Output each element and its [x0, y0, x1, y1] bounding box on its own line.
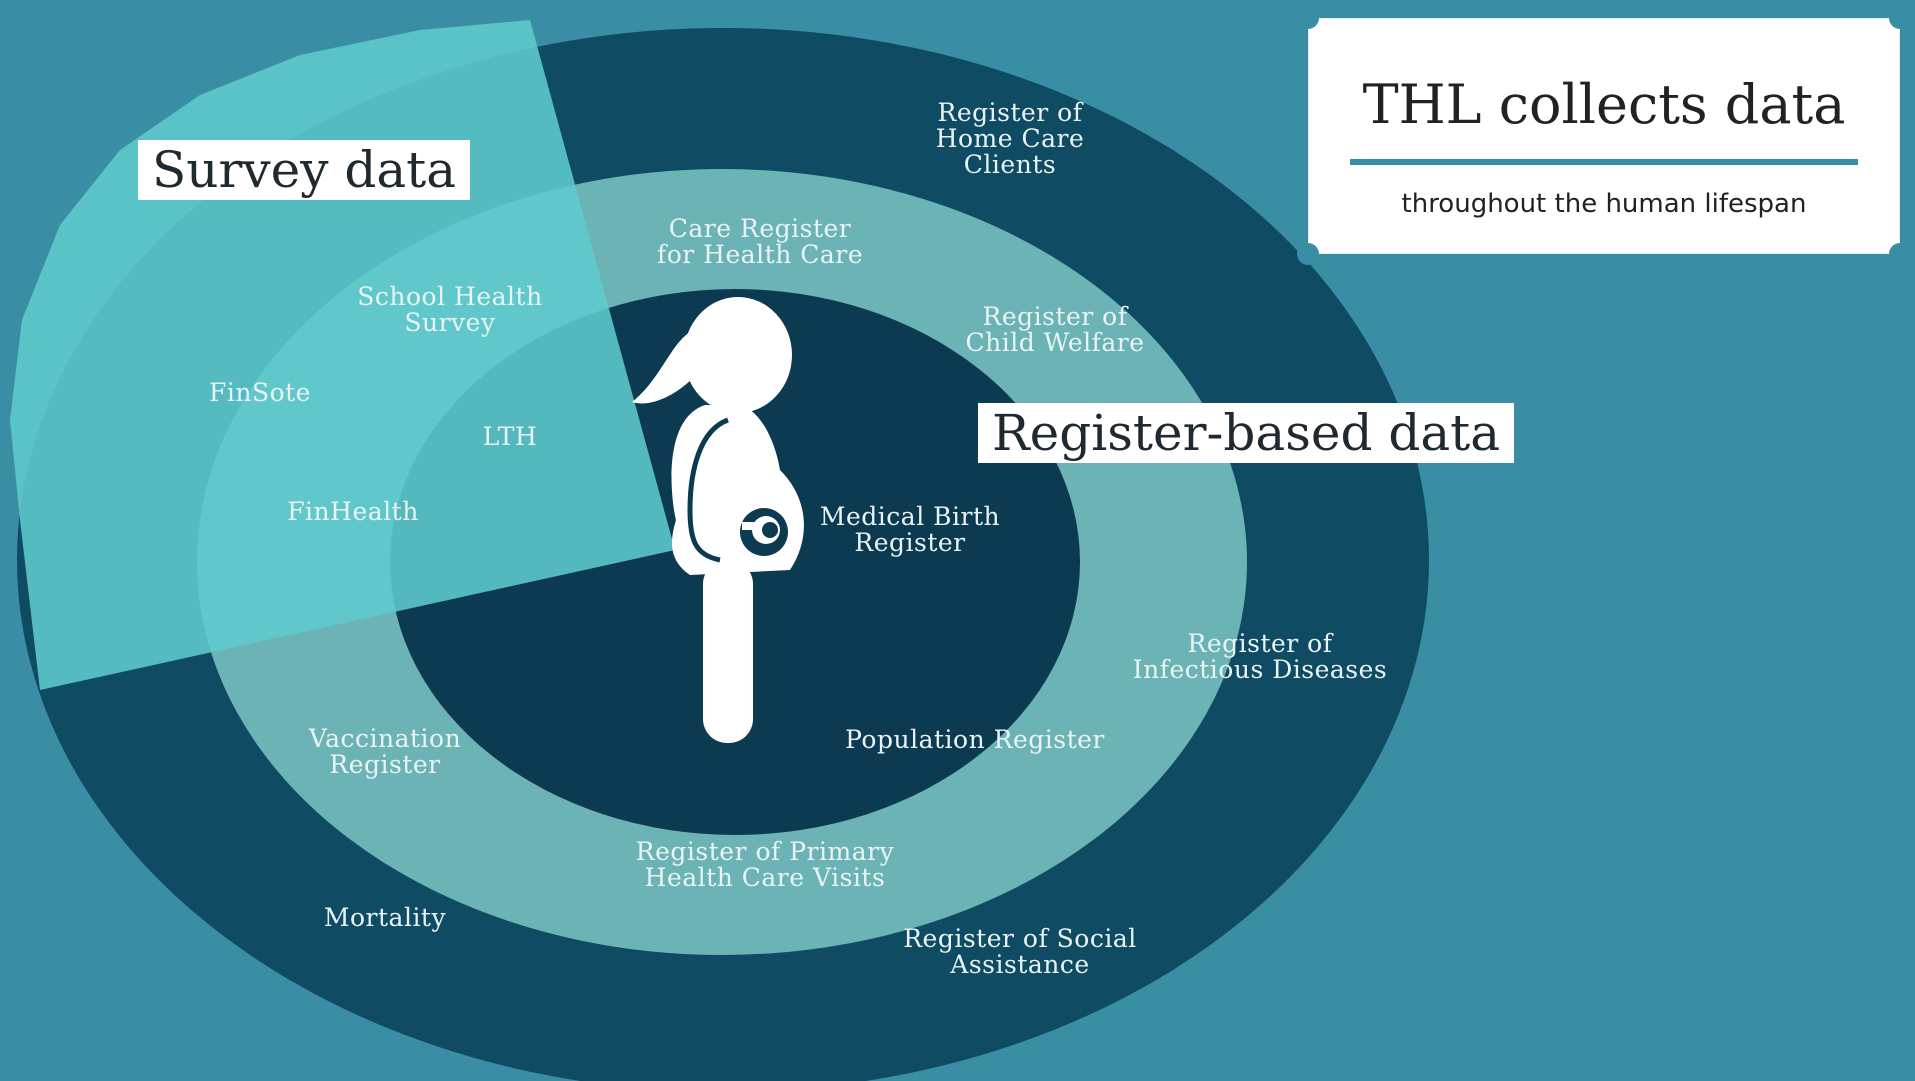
- label-home-care-clients: Register of Home Care Clients: [935, 98, 1085, 179]
- page-title: THL collects data: [1362, 73, 1846, 136]
- label-vaccination-register: Vaccination Register: [308, 724, 462, 779]
- label-school-health-survey: School Health Survey: [357, 282, 543, 337]
- label-social-assistance: Register of Social Assistance: [903, 924, 1137, 979]
- label-primary-health-care-visits: Register of Primary Health Care Visits: [635, 837, 895, 892]
- label-lth: LTH: [482, 422, 538, 451]
- label-medical-birth-register: Medical Birth Register: [819, 502, 1001, 557]
- label-child-welfare: Register of Child Welfare: [965, 302, 1145, 357]
- label-care-register: Care Register for Health Care: [656, 214, 864, 269]
- card-notch: [1297, 7, 1319, 29]
- page-subtitle: throughout the human lifespan: [1401, 189, 1807, 219]
- register-data-tag: Register-based data: [978, 403, 1515, 463]
- title-divider: [1350, 159, 1858, 165]
- title-card: THL collects data throughout the human l…: [1297, 7, 1911, 265]
- label-finsote: FinSote: [209, 378, 311, 407]
- label-finhealth: FinHealth: [287, 497, 419, 526]
- survey-data-tag: Survey data: [138, 140, 471, 200]
- label-mortality: Mortality: [323, 903, 447, 932]
- label-infectious-diseases: Register of Infectious Diseases: [1132, 629, 1388, 684]
- card-notch: [1889, 243, 1911, 265]
- card-notch: [1297, 243, 1319, 265]
- card-notch: [1889, 7, 1911, 29]
- label-population-register: Population Register: [845, 725, 1105, 754]
- arm-outline: [687, 417, 729, 563]
